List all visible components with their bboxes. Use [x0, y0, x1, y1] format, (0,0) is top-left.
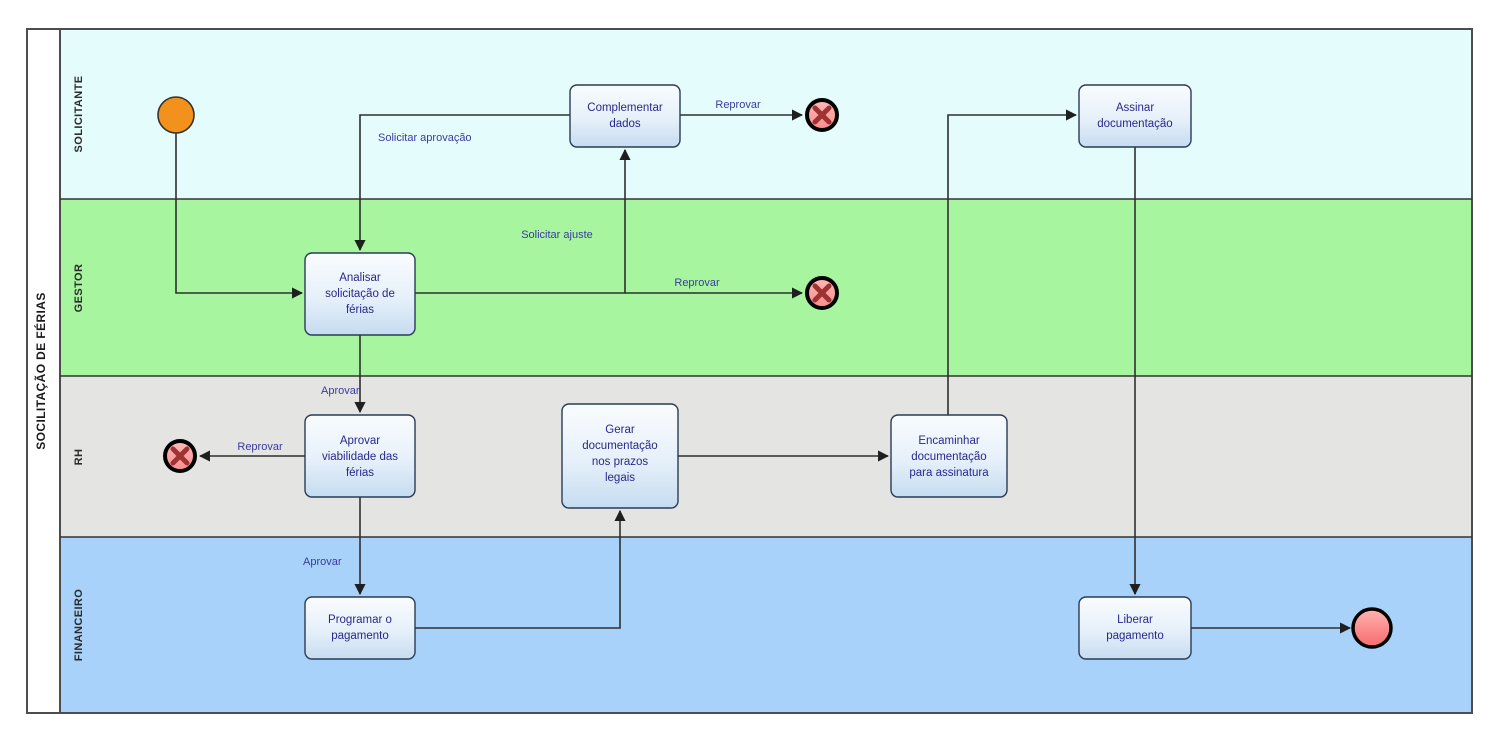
lanes-group — [60, 29, 1472, 713]
task-complementar-dados-box[interactable] — [569, 84, 681, 148]
lane-label-solicitante: SOLICITANTE — [73, 76, 85, 153]
flow-label-aprovar-rh: Aprovar — [303, 556, 342, 568]
task-liberar-pagamento-line-1: Liberar — [1117, 614, 1153, 626]
task-analisar-solicitacao-line-2: solicitação de — [325, 288, 395, 300]
task-encaminhar-documentacao-line-2: documentação — [911, 451, 986, 463]
flow-encaminhar-to-assinar[interactable] — [947, 109, 1078, 415]
flow-programar-to-gerar[interactable] — [415, 509, 626, 629]
task-programar-pagamento-line-1: Programar o — [328, 614, 392, 626]
pool-title: SOCILITAÇÃO DE FÉRIAS — [33, 292, 48, 450]
task-encaminhar-documentacao[interactable]: Encaminhar documentação para assinatura — [890, 414, 1008, 498]
lane-gestor — [60, 199, 1472, 376]
flow-label-solicitar-ajuste: Solicitar ajuste — [521, 229, 593, 241]
task-complementar-dados[interactable]: Complementar dados — [569, 84, 681, 148]
task-programar-pagamento[interactable]: Programar o pagamento — [304, 596, 416, 660]
lane-label-rh: RH — [73, 449, 85, 466]
task-programar-pagamento-box[interactable] — [304, 596, 416, 660]
task-assinar-documentacao-line-2: documentação — [1097, 118, 1172, 130]
start-event[interactable] — [157, 96, 195, 134]
terminate-event-gestor[interactable] — [805, 276, 839, 310]
task-aprovar-viabilidade-line-3: férias — [346, 467, 374, 479]
flow-label-aprovar-gestor: Aprovar — [321, 385, 360, 397]
task-analisar-solicitacao-line-1: Analisar — [339, 272, 381, 284]
lane-financeiro — [60, 537, 1472, 713]
task-liberar-pagamento[interactable]: Liberar pagamento — [1078, 596, 1192, 660]
flow-label-reprovar-gestor: Reprovar — [674, 277, 720, 289]
end-event-circle[interactable] — [1351, 607, 1393, 649]
lane-solicitante — [60, 29, 1472, 199]
task-analisar-solicitacao-line-3: férias — [346, 304, 374, 316]
task-complementar-dados-line-1: Complementar — [587, 102, 663, 114]
end-event[interactable] — [1351, 607, 1393, 649]
task-aprovar-viabilidade-box[interactable] — [304, 414, 416, 498]
task-gerar-documentacao-box[interactable] — [561, 403, 679, 509]
task-analisar-solicitacao[interactable]: Analisar solicitação de férias — [304, 252, 416, 336]
task-analisar-solicitacao-box[interactable] — [304, 252, 416, 336]
start-event-circle[interactable] — [157, 96, 195, 134]
task-gerar-documentacao-line-2: documentação — [582, 440, 657, 452]
task-liberar-pagamento-box[interactable] — [1078, 596, 1192, 660]
task-gerar-documentacao-line-4: legais — [605, 472, 635, 484]
lane-label-gestor: GESTOR — [73, 264, 85, 313]
task-aprovar-viabilidade-line-1: Aprovar — [340, 435, 380, 447]
task-gerar-documentacao[interactable]: Gerar documentação nos prazos legais — [561, 403, 679, 509]
terminate-event-rh[interactable] — [163, 439, 197, 473]
task-gerar-documentacao-line-1: Gerar — [605, 424, 635, 436]
task-encaminhar-documentacao-box[interactable] — [890, 414, 1008, 498]
x-mark-icon — [812, 283, 832, 303]
task-gerar-documentacao-line-3: nos prazos — [592, 456, 649, 468]
sequence-flows-group — [175, 109, 1352, 634]
flow-labels-group: Solicitar aprovação Reprovar Solicitar a… — [237, 99, 761, 568]
x-mark-icon — [812, 105, 832, 125]
task-assinar-documentacao-line-1: Assinar — [1116, 102, 1155, 114]
flow-label-reprovar-rh: Reprovar — [237, 441, 283, 453]
task-encaminhar-documentacao-line-3: para assinatura — [909, 467, 989, 479]
task-liberar-pagamento-line-2: pagamento — [1106, 630, 1164, 642]
task-assinar-documentacao[interactable]: Assinar documentação — [1078, 84, 1192, 148]
flow-complementar-to-analisar[interactable] — [354, 114, 570, 252]
task-aprovar-viabilidade[interactable]: Aprovar viabilidade das férias — [304, 414, 416, 498]
flow-label-reprovar-solicitante: Reprovar — [715, 99, 761, 111]
x-mark-icon — [170, 446, 190, 466]
pool-outer-border — [26, 28, 1473, 714]
task-encaminhar-documentacao-line-1: Encaminhar — [918, 435, 980, 447]
task-aprovar-viabilidade-line-2: viabilidade das — [322, 451, 398, 463]
terminate-event-solicitante[interactable] — [805, 98, 839, 132]
task-complementar-dados-line-2: dados — [609, 118, 641, 130]
task-programar-pagamento-line-2: pagamento — [331, 630, 389, 642]
pool-frame — [26, 28, 1473, 714]
flow-label-solicitar-aprovacao: Solicitar aprovação — [378, 132, 472, 144]
task-assinar-documentacao-box[interactable] — [1078, 84, 1192, 148]
lane-label-financeiro: FINANCEIRO — [73, 589, 85, 661]
flow-start-to-analisar[interactable] — [175, 133, 304, 299]
